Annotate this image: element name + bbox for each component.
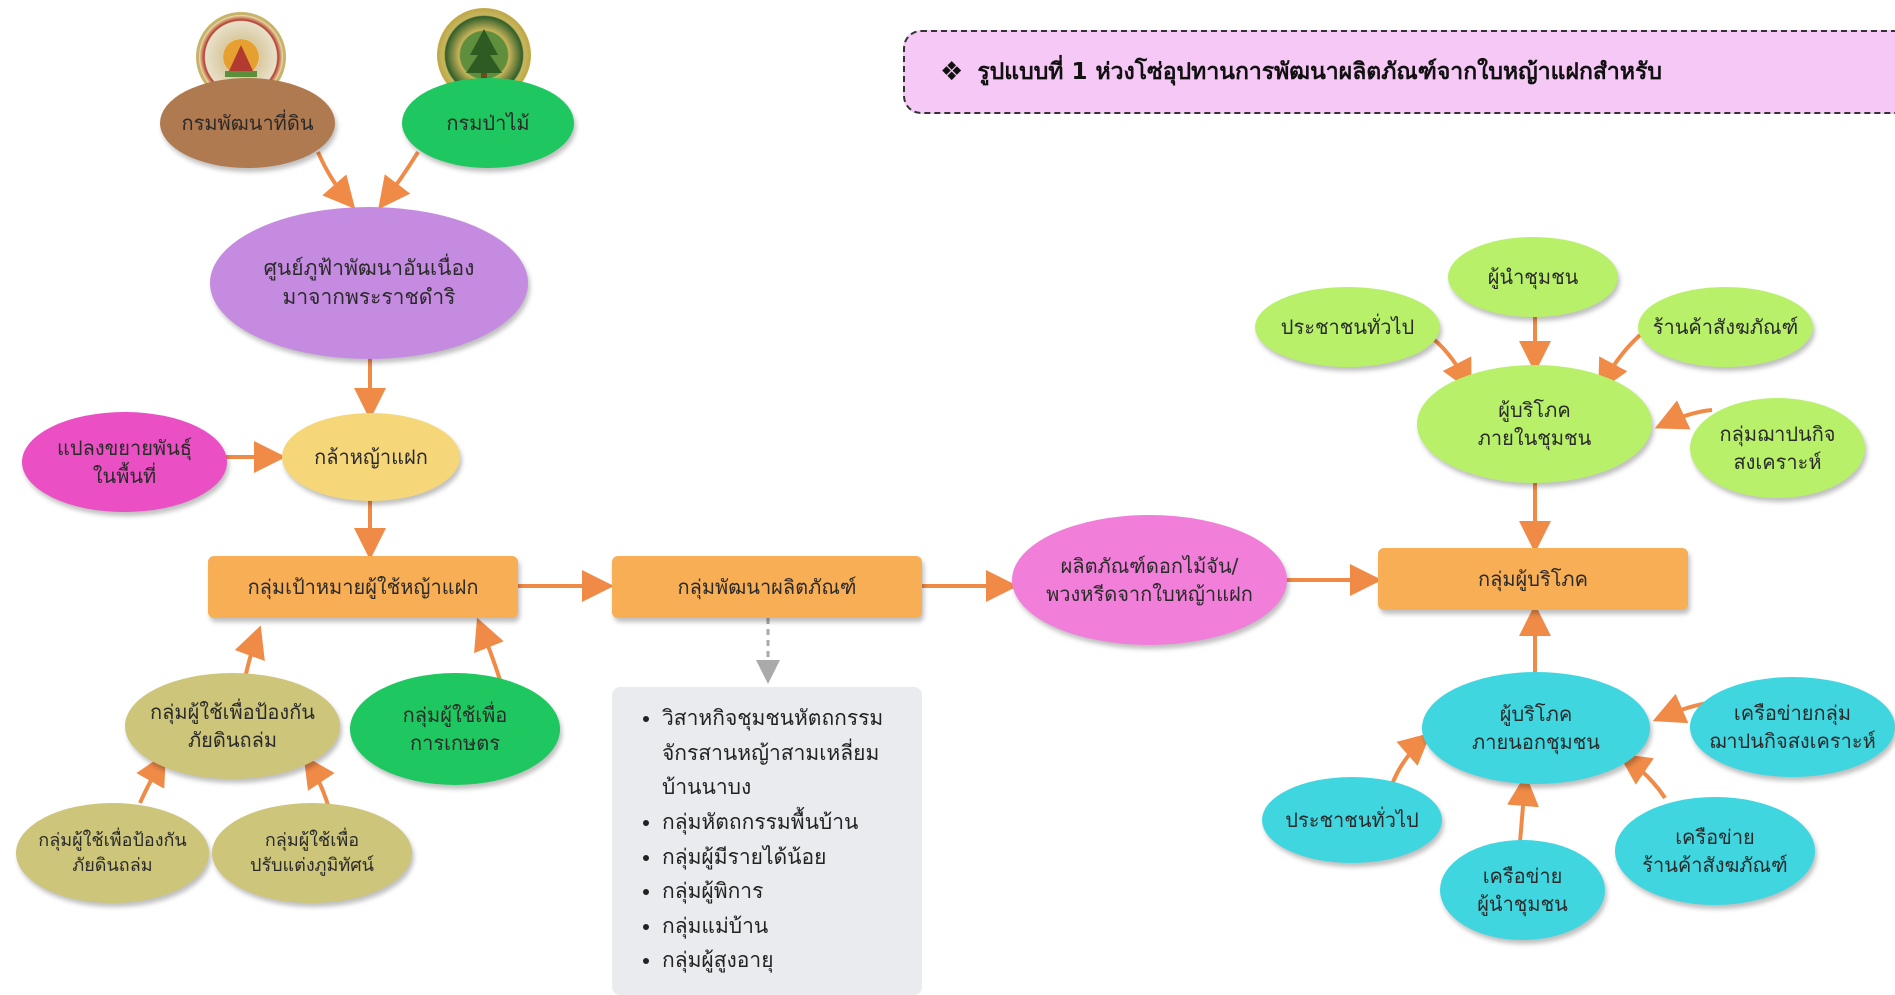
arrow-land-to-center (316, 151, 356, 210)
arrow-forest-to-center (378, 150, 420, 210)
node-nursery-plot: แปลงขยายพันธุ์ ในพื้นที่ (22, 412, 227, 512)
member-item: กลุ่มหัตถกรรมพื้นบ้าน (662, 805, 912, 840)
dev-group-members-list: วิสาหกิจชุมชนหัตถกรรม จักรสานหญ้าสามเหลี… (642, 701, 912, 978)
node-general-public-outside: ประชาชนทั่วไป (1262, 777, 1442, 863)
member-item: กลุ่มผู้พิการ (662, 874, 912, 909)
arrow-shop-net-to-consumer-out (1618, 753, 1667, 800)
arrow-agri-to-target (474, 617, 504, 681)
arrow-landslide-to-target (234, 625, 265, 679)
arrow-charity-to-consumer-in (1654, 400, 1713, 430)
node-vetiver-product: ผลิตภัณฑ์ดอกไม้จัน/ พวงหรีดจากใบหญ้าแฝก (1012, 515, 1287, 645)
member-item: กลุ่มผู้มีรายได้น้อย (662, 840, 912, 875)
node-community-leader: ผู้นำชุมชน (1448, 237, 1618, 317)
member-item: กลุ่มแม่บ้าน (662, 909, 912, 944)
node-charity-group: กลุ่มฌาปนกิจ สงเคราะห์ (1690, 398, 1865, 498)
node-landslide-user-group: กลุ่มผู้ใช้เพื่อป้องกัน ภัยดินถล่ม (125, 673, 340, 779)
node-general-public-inside: ประชาชนทั่วไป (1255, 287, 1440, 367)
diamond-bullet-icon: ❖ (940, 57, 964, 87)
node-charity-network: เครือข่ายกลุ่ม ฌาปนกิจสงเคราะห์ (1690, 677, 1895, 777)
node-coop-shop: ร้านค้าสังฆภัณฑ์ (1638, 287, 1813, 367)
node-royal-forest-dept: กรมป่าไม้ (402, 78, 574, 168)
node-landslide-subgroup: กลุ่มผู้ใช้เพื่อป้องกัน ภัยดินถล่ม (16, 803, 209, 903)
node-land-development-dept: กรมพัฒนาที่ดิน (160, 78, 335, 168)
land-logo-emblem-icon (223, 39, 259, 77)
diagram-title: ❖ รูปแบบที่ 1 ห่วงโซ่อุปทานการพัฒนาผลิตภ… (903, 30, 1895, 114)
node-target-user-group: กลุ่มเป้าหมายผู้ใช้หญ้าแฝก (208, 556, 518, 618)
node-shop-network: เครือข่าย ร้านค้าสังฆภัณฑ์ (1615, 797, 1815, 905)
node-consumer-outside-community: ผู้บริโภค ภายนอกชุมชน (1422, 672, 1650, 784)
node-product-dev-group: กลุ่มพัฒนาผลิตภัณฑ์ (612, 556, 922, 618)
node-vetiver-seedling: กล้าหญ้าแฝก (282, 413, 460, 501)
node-consumer-inside-community: ผู้บริโภค ภายในชุมชน (1417, 365, 1652, 483)
node-landscape-subgroup: กลุ่มผู้ใช้เพื่อ ปรับแต่งภูมิทัศน์ (212, 803, 412, 903)
node-consumer-group: กลุ่มผู้บริโภค (1378, 548, 1688, 610)
diagram-title-text: รูปแบบที่ 1 ห่วงโซ่อุปทานการพัฒนาผลิตภัณ… (977, 59, 1662, 85)
dev-group-members-box: วิสาหกิจชุมชนหัตถกรรม จักรสานหญ้าสามเหลี… (612, 687, 922, 995)
node-community-leader-network: เครือข่าย ผู้นำชุมชน (1440, 840, 1605, 940)
member-item: วิสาหกิจชุมชนหัตถกรรม จักรสานหญ้าสามเหลี… (662, 701, 912, 805)
node-agriculture-user-group: กลุ่มผู้ใช้เพื่อ การเกษตร (350, 673, 560, 785)
node-phufa-center: ศูนย์ภูฟ้าพัฒนาอันเนื่อง มาจากพระราชดำริ (210, 207, 528, 359)
arrow-leader-net-to-consumer-out (1507, 774, 1539, 843)
arrow-landscape-to-landslide (303, 755, 335, 806)
arrow-landslidesub-to-landslide (136, 753, 166, 804)
member-item: กลุ่มผู้สูงอายุ (662, 943, 912, 978)
